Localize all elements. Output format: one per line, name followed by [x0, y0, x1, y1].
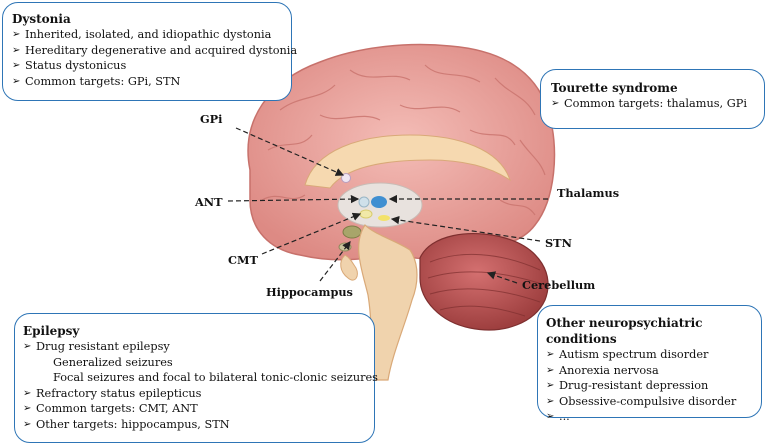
list-item: ➢Drug-resistant depression	[546, 379, 709, 393]
cerebellum-shape	[419, 232, 549, 331]
list-item: ➢Autism spectrum disorder	[546, 348, 709, 361]
list-item: ➢Refractory status epilepticus	[23, 386, 202, 400]
list-item: ➢Other targets: hippocampus, STN	[23, 417, 230, 431]
bullet-arrow-icon: ➢	[23, 341, 32, 352]
list-item: ➢Common targets: CMT, ANT	[23, 402, 198, 416]
list-item: ➢Common targets: GPi, STN	[12, 74, 181, 88]
label-cmt: CMT	[228, 253, 258, 267]
bullet-arrow-icon: ➢	[12, 44, 21, 56]
bullet-arrow-icon: ➢	[546, 380, 555, 392]
dystonia-title: Dystonia	[12, 12, 71, 26]
hippocampus-structure-2	[338, 242, 352, 252]
other-conditions-title: Other neuropsychiatric conditions	[546, 316, 703, 346]
bullet-arrow-icon: ➢	[23, 418, 32, 430]
list-item: ➢Hereditary degenerative and acquired dy…	[12, 43, 298, 57]
bullet-arrow-icon: ➢	[546, 395, 555, 407]
cmt-nucleus	[359, 209, 373, 219]
label-stn: STN	[545, 236, 572, 250]
bullet-arrow-icon: ➢	[551, 98, 560, 109]
dystonia-box: Dystonia ➢Inherited, isolated, and idiop…	[2, 2, 298, 101]
label-gpi: GPi	[200, 112, 223, 126]
dystonia-list: ➢Inherited, isolated, and idiopathic dys…	[12, 27, 298, 89]
list-item: ➢Drug resistant epilepsy	[23, 340, 170, 353]
epilepsy-title: Epilepsy	[23, 324, 80, 338]
stn-nucleus	[378, 215, 390, 221]
epilepsy-box: Epilepsy ➢Drug resistant epilepsy Genera…	[14, 313, 378, 443]
list-item: ➢Anorexia nervosa	[546, 363, 659, 377]
tourette-box: Tourette syndrome ➢Common targets: thala…	[540, 69, 765, 129]
bullet-arrow-icon: ➢	[546, 411, 555, 423]
ant-nucleus	[358, 196, 370, 208]
bullet-arrow-icon: ➢	[546, 364, 555, 376]
bullet-arrow-icon: ➢	[12, 60, 21, 72]
list-item: ➢Inherited, isolated, and idiopathic dys…	[12, 28, 272, 41]
epilepsy-list: ➢Drug resistant epilepsy Generalized sei…	[23, 339, 378, 433]
label-hippocampus: Hippocampus	[266, 285, 353, 299]
bullet-arrow-icon: ➢	[12, 29, 21, 40]
list-subitem: Generalized seizures	[53, 355, 173, 369]
thalamus-nucleus	[371, 196, 387, 208]
label-cerebellum: Cerebellum	[522, 278, 596, 292]
other-conditions-list: ➢Autism spectrum disorder ➢Anorexia nerv…	[546, 347, 761, 425]
tourette-title: Tourette syndrome	[551, 81, 678, 95]
list-item: ➢Obsessive-compulsive disorder	[546, 394, 737, 408]
list-item: ➢Common targets: thalamus, GPi	[551, 97, 747, 110]
bullet-arrow-icon: ➢	[546, 349, 555, 360]
list-item: ➢Status dystonicus	[12, 59, 127, 73]
list-subitem: Focal seizures and focal to bilateral to…	[53, 371, 378, 385]
bullet-arrow-icon: ➢	[12, 75, 21, 87]
hippocampus-structure	[342, 225, 362, 239]
label-ant: ANT	[195, 195, 223, 209]
bullet-arrow-icon: ➢	[23, 403, 32, 415]
tourette-list: ➢Common targets: thalamus, GPi	[551, 96, 764, 112]
label-thalamus: Thalamus	[557, 186, 620, 200]
corpus-callosum	[304, 134, 511, 189]
bullet-arrow-icon: ➢	[23, 387, 32, 399]
pituitary	[340, 254, 358, 281]
callout-lines	[227, 127, 548, 284]
cerebellum-folia	[427, 254, 546, 317]
list-item: ➢...	[546, 410, 570, 424]
gyri-lines	[261, 64, 546, 216]
other-conditions-box: Other neuropsychiatric conditions ➢Autis…	[537, 305, 762, 423]
